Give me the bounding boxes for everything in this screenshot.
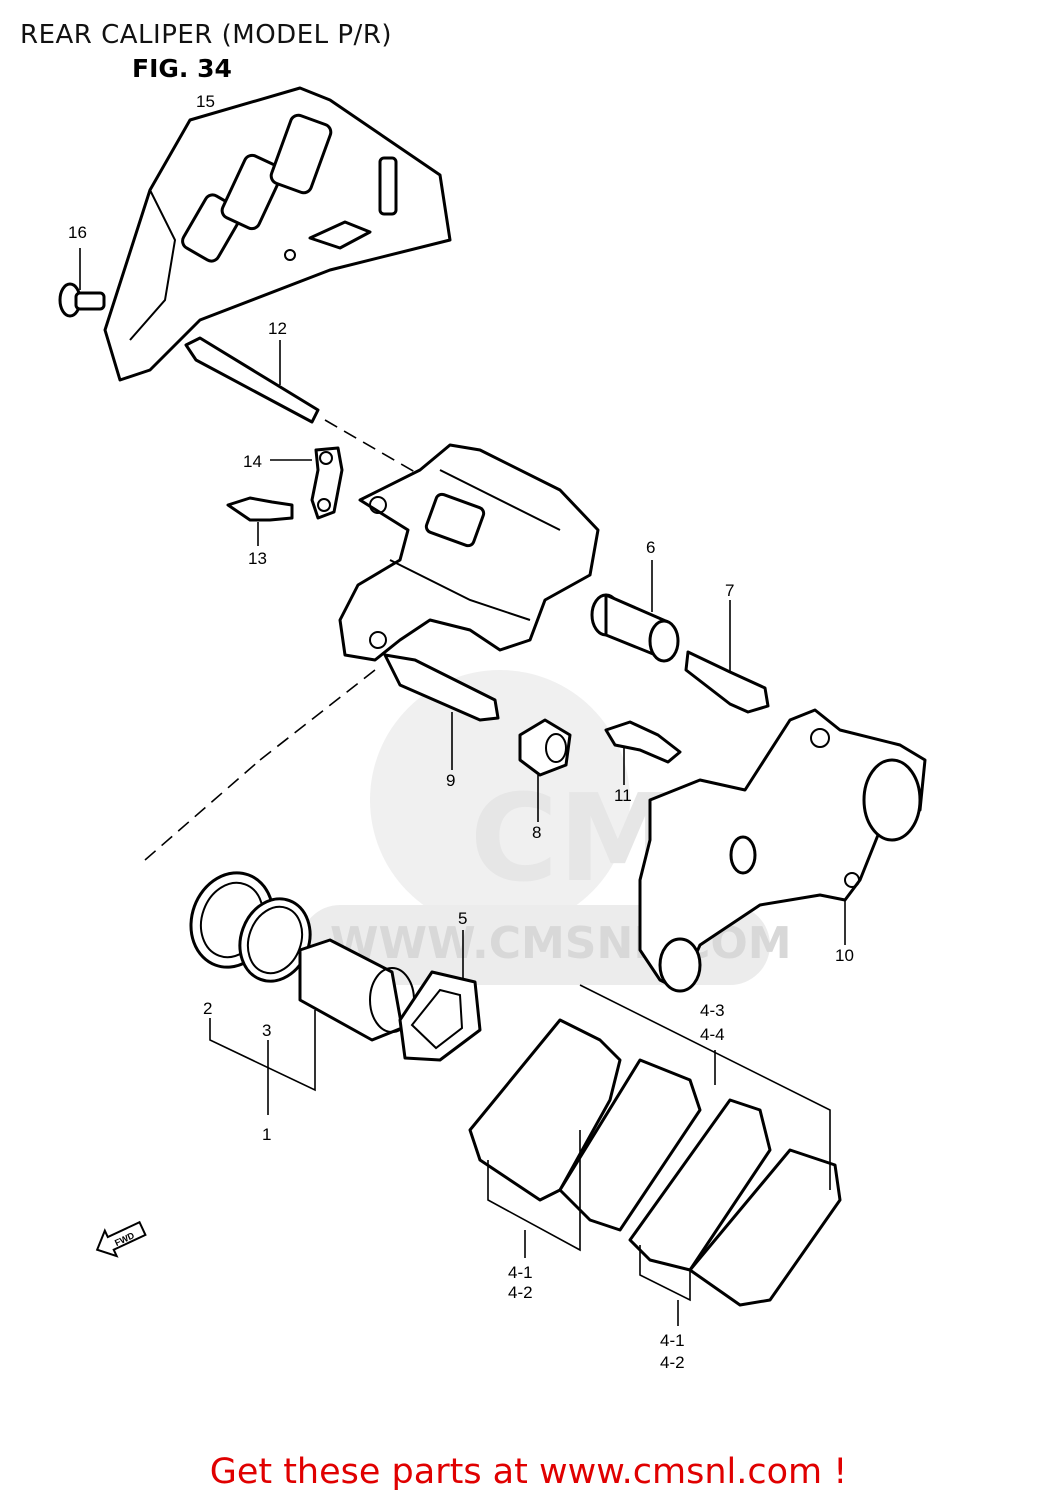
brake-pad-set-rear [628, 1098, 842, 1307]
callout-9: 9 [446, 771, 455, 790]
bleeder-cap [270, 446, 344, 520]
callout-16: 16 [68, 223, 87, 242]
piston-shim [398, 930, 482, 1062]
pin-boot [518, 718, 572, 822]
footer-link[interactable]: Get these parts at www.cmsnl.com ! [209, 1452, 848, 1492]
callout-10: 10 [835, 946, 854, 965]
callout-2: 2 [203, 999, 212, 1018]
caliper-bracket [638, 708, 927, 993]
brake-pad-set-front [468, 1018, 702, 1232]
callout-4-2: 4-2 [660, 1353, 685, 1372]
cover-screw [58, 248, 106, 318]
callout-4-3: 4-3 [700, 1001, 725, 1020]
callout-4-4: 4-4 [700, 1025, 725, 1044]
sleeve-bushing [590, 560, 680, 663]
figure-number: FIG. 34 [132, 54, 232, 83]
pad-spring [604, 720, 682, 785]
bleeder-valve [226, 496, 294, 546]
callout-15: 15 [196, 92, 215, 111]
callout-11: 11 [614, 786, 632, 805]
callout-5: 5 [458, 909, 467, 928]
caliper-pin [184, 336, 320, 424]
callout-1: 1 [262, 1125, 271, 1144]
callout-4-1: 4-1 [660, 1331, 685, 1350]
callout-13: 13 [248, 549, 267, 568]
slide-pin [383, 653, 500, 770]
rear-caliper-cover [103, 86, 452, 382]
seal-group-leader [209, 1010, 316, 1092]
callout-12: 12 [268, 319, 287, 338]
callout-6: 6 [646, 538, 655, 557]
callout-8: 8 [532, 823, 541, 842]
callout-4-2: 4-2 [508, 1283, 533, 1302]
page-title: REAR CALIPER (MODEL P/R) [20, 20, 393, 50]
callout-4-1: 4-1 [508, 1263, 533, 1282]
caliper-body [338, 443, 600, 662]
callout-3: 3 [262, 1021, 271, 1040]
caliper-bolt [684, 600, 770, 714]
callout-14: 14 [243, 452, 262, 471]
callout-7: 7 [725, 581, 734, 600]
forward-arrow-icon: FWD [95, 1220, 147, 1258]
